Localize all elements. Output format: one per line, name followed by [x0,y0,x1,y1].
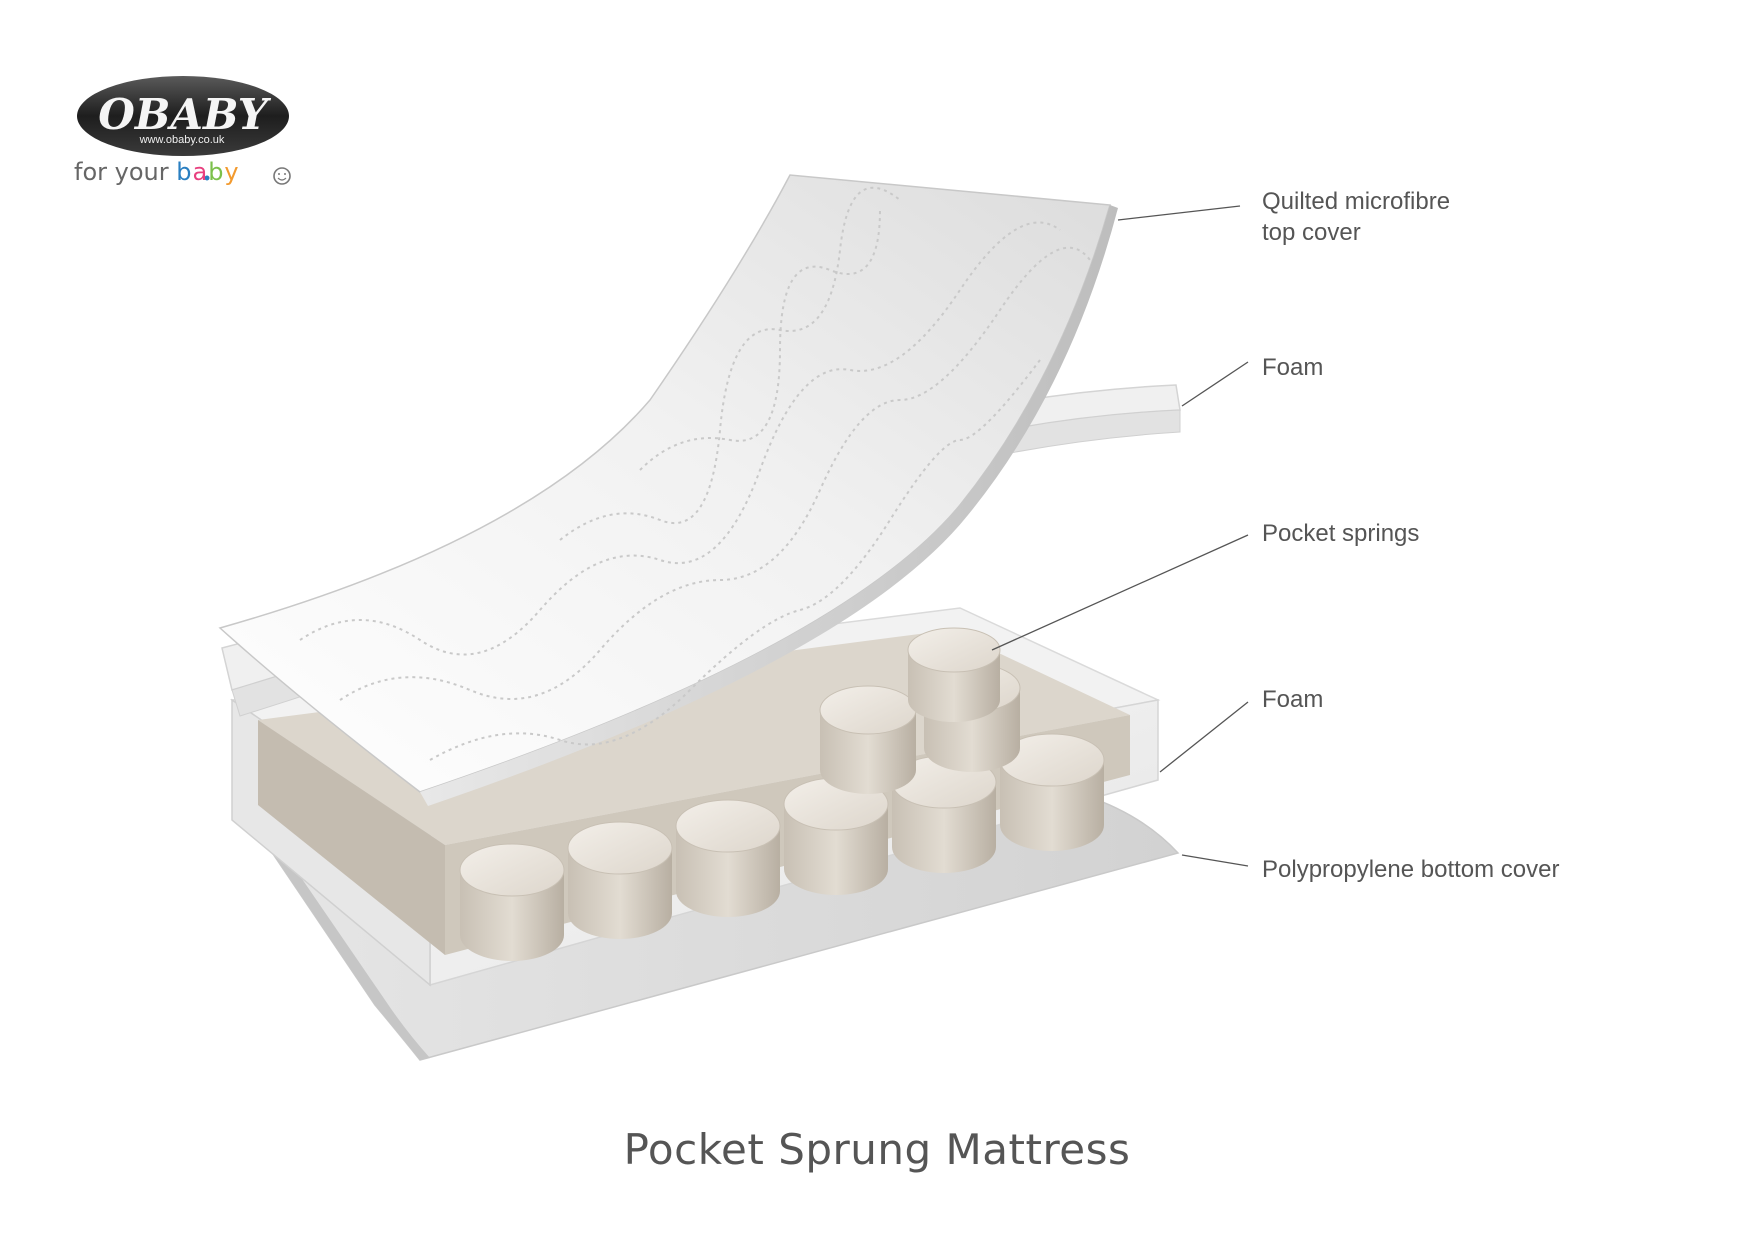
leader-line-foam-upper [1181,361,1249,407]
quilting-stitches [299,186,1091,761]
logo-oval [77,76,289,156]
leader-line-bottom-cover [1181,854,1249,867]
callout-foam-upper: Foam [1262,354,1324,381]
callout-pocket-springs: Pocket springs [1262,520,1420,547]
logo-tagline-accent: baby [176,158,240,186]
callout-bottom-cover: Polypropylene bottom cover [1262,856,1560,883]
pocket-springs-layer [459,627,1105,961]
logo-dot-icon [204,175,210,181]
callout-foam-lower: Foam [1262,686,1324,713]
smiley-icon [273,167,291,185]
logo-tagline-prefix: for your [74,158,177,186]
callout-top-cover: Quilted microfibre top cover [1262,188,1451,246]
page-title: Pocket Sprung Mattress [623,1125,1131,1174]
leader-line-pocket-springs [991,534,1249,651]
spring-row-back [819,627,1021,794]
logo-brand-text: OBABY [98,90,271,139]
logo-tagline: for your baby [74,158,240,186]
leader-line-top-cover [1117,205,1241,221]
logo-url: www.obaby.co.uk [139,134,225,146]
leader-line-foam-lower [1159,701,1249,773]
obaby-logo: OBABY [77,76,291,185]
top-cover-layer [218,174,1118,806]
leader-lines [991,205,1249,867]
spring-row-front [459,733,1105,961]
